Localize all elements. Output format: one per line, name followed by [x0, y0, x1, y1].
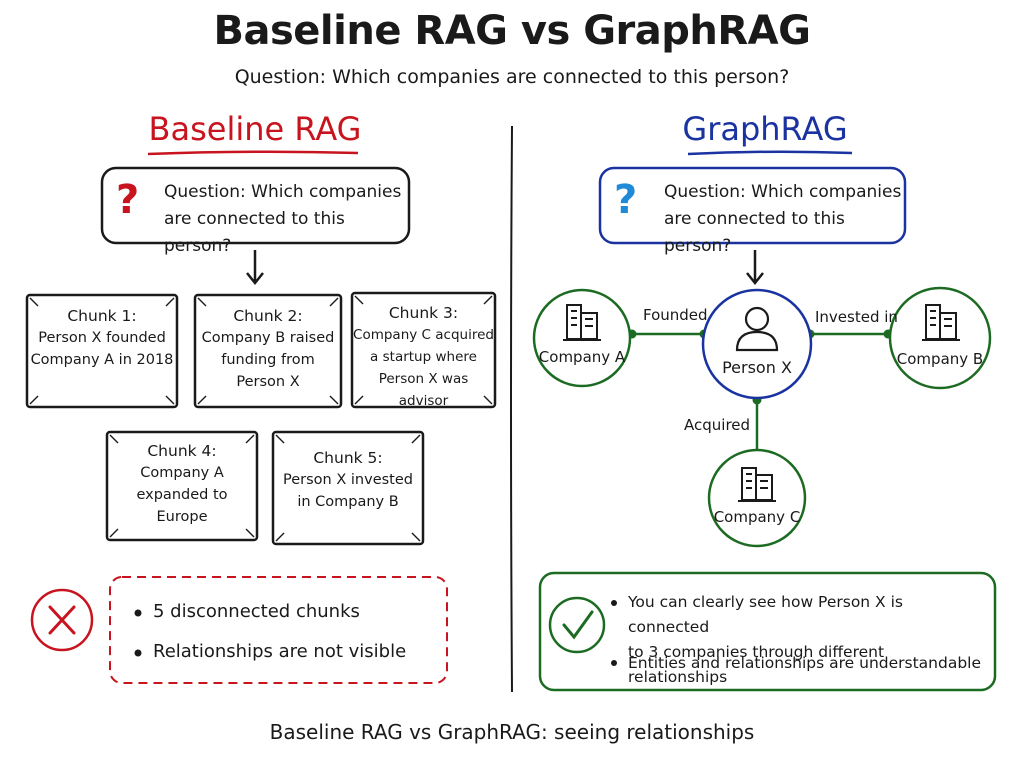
chunk-box-1-frame: [25, 293, 179, 409]
graphrag-question: Question: Which companies are connected …: [664, 179, 904, 260]
chunk-line: Europe: [156, 509, 208, 525]
baseline-question-box: [100, 166, 411, 245]
question-line: Question: Which companies: [164, 182, 402, 202]
node-company-c-label: Company C: [713, 508, 801, 526]
bullet-line: Entities and relationships are understan…: [628, 654, 982, 672]
graphrag-result-bullet-1: You can clearly see how Person X is conn…: [628, 590, 988, 690]
node-person-x-label: Person X: [722, 358, 792, 377]
chunk-title: Chunk 5:: [313, 449, 383, 467]
center-divider: [510, 125, 513, 693]
chunk-box-5-frame: [271, 430, 425, 546]
chunk-title: Chunk 4:: [147, 442, 217, 460]
graphrag-result-box: [538, 571, 997, 692]
check-mark-icon: [562, 610, 594, 640]
baseline-arrow: [246, 250, 264, 286]
person-icon: [735, 306, 779, 352]
chunk-line: in Company B: [297, 494, 399, 510]
chunk-line: a startup where: [370, 349, 477, 365]
question-line: are connected to this person?: [664, 209, 845, 256]
edge-founded-label: Founded: [643, 306, 708, 324]
chunk-line: Person X invested: [283, 472, 413, 488]
chunk-line: expanded to: [136, 487, 228, 503]
graphrag-title-underline: [687, 150, 853, 156]
graphrag-question-box: [598, 166, 907, 245]
chunk-line: funding from: [221, 352, 315, 368]
chunk-corner-marks: [29, 295, 493, 542]
x-mark-circle: [30, 588, 94, 652]
chunk-box-2-frame: [193, 293, 343, 409]
building-icon-company-a: [563, 304, 601, 341]
edge-invested-label: Invested in: [815, 308, 898, 326]
chunk-3: Chunk 3: Company C acquired a startup wh…: [352, 302, 495, 412]
graphrag-result-bullet-2: Entities and relationships are understan…: [628, 651, 988, 676]
chunk-line: Company B raised: [201, 330, 335, 346]
question-mark-icon: ?: [116, 177, 140, 223]
x-mark-icon: [48, 605, 76, 635]
node-company-b-label: Company B: [896, 350, 984, 368]
bullet-dot: [611, 660, 617, 666]
graphrag-title: GraphRAG: [682, 110, 848, 148]
chunk-title: Chunk 1:: [67, 307, 137, 325]
chunk-box-4-frame: [105, 430, 259, 542]
node-person-x-circle: [701, 288, 813, 400]
question-line: are connected to this person?: [164, 209, 345, 256]
node-company-a-label: Company A: [538, 348, 626, 366]
baseline-result-box: [109, 576, 448, 684]
chunk-box-3-frame: [350, 291, 497, 409]
bullet-dot: [611, 600, 617, 606]
bullet-line: to 3 companies through different relatio…: [628, 643, 885, 686]
chunk-line: Person X: [236, 374, 300, 390]
bullet-line: You can clearly see how Person X is conn…: [628, 593, 903, 636]
question-mark-icon: ?: [614, 177, 638, 223]
baseline-question: Question: Which companies are connected …: [164, 179, 404, 260]
chunk-line: Person X was advisor: [378, 371, 469, 409]
baseline-title-underline: [147, 150, 359, 156]
bullet-dot: [134, 649, 142, 657]
baseline-result-bullet-1: 5 disconnected chunks: [153, 601, 360, 622]
chunk-line: Company A in 2018: [30, 352, 174, 368]
chunk-5: Chunk 5: Person X invested in Company B: [273, 447, 423, 513]
page-title: Baseline RAG vs GraphRAG: [213, 8, 811, 54]
chunk-4: Chunk 4: Company A expanded to Europe: [107, 440, 257, 528]
chunk-title: Chunk 2:: [233, 307, 303, 325]
chunk-line: Company C acquired: [353, 327, 494, 343]
chunk-line: Company A: [140, 465, 224, 481]
chunk-2: Chunk 2: Company B raised funding from P…: [195, 305, 341, 393]
graphrag-arrow: [746, 250, 764, 286]
page-subtitle: Question: Which companies are connected …: [234, 66, 790, 88]
footer-caption: Baseline RAG vs GraphRAG: seeing relatio…: [269, 720, 755, 744]
check-mark-circle: [548, 596, 606, 654]
baseline-title: Baseline RAG: [148, 110, 362, 148]
baseline-result-bullet-2: Relationships are not visible: [153, 641, 407, 662]
building-icon-company-b: [922, 304, 960, 341]
chunk-line: Person X founded: [38, 330, 166, 346]
bullet-dot: [134, 609, 142, 617]
chunk-title: Chunk 3:: [388, 304, 459, 322]
building-icon-company-c: [738, 467, 776, 502]
question-line: Question: Which companies: [664, 182, 902, 202]
chunk-1: Chunk 1: Person X founded Company A in 2…: [27, 305, 177, 371]
edge-acquired-label: Acquired: [684, 416, 751, 434]
